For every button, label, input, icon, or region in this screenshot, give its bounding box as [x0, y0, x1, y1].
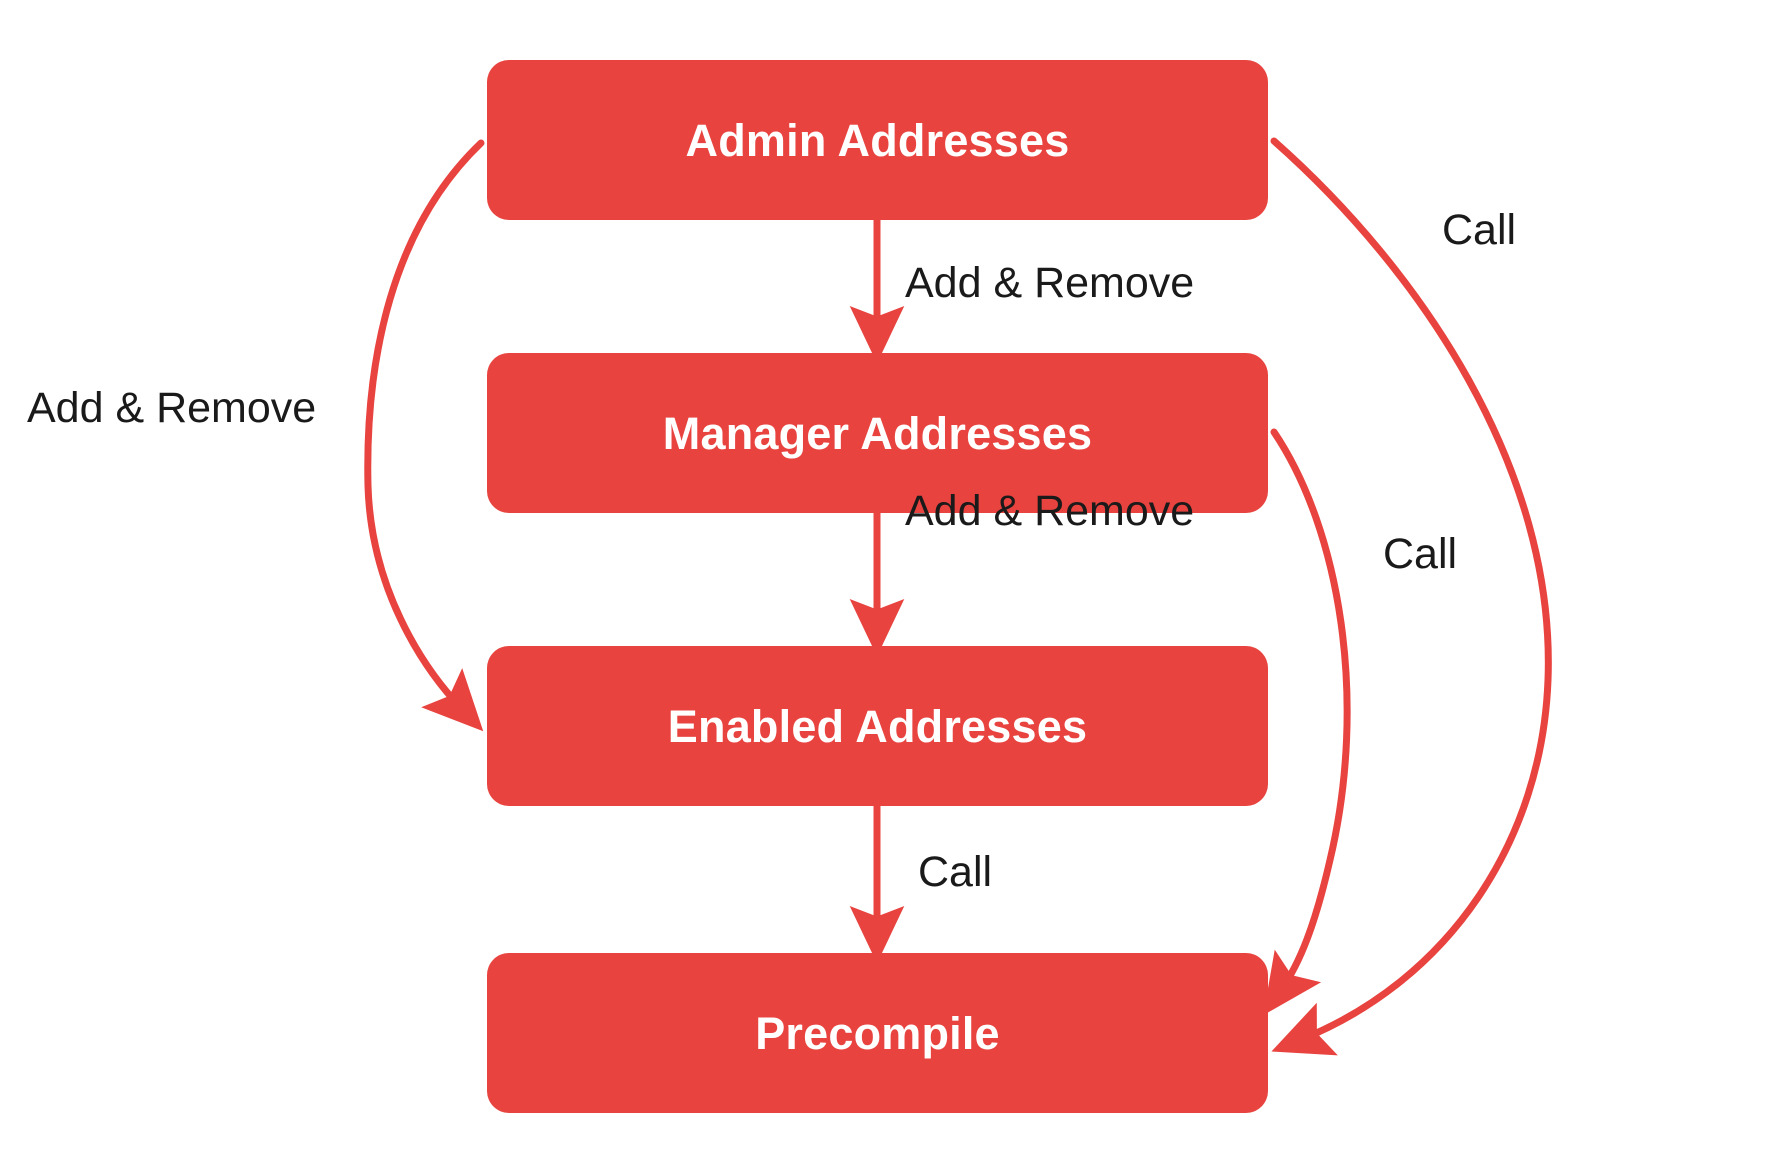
node-precompile[interactable]: Precompile: [487, 953, 1268, 1113]
edge-label-admin-to-enabled: Add & Remove: [27, 384, 317, 432]
edge-label-enabled-to-precompile: Call: [918, 848, 993, 896]
edge-label-manager-to-precompile: Call: [1383, 530, 1458, 578]
node-precompile-label: Precompile: [755, 1007, 1000, 1059]
node-enabled-addresses-label: Enabled Addresses: [667, 700, 1088, 752]
edge-label-manager-to-enabled: Add & Remove: [905, 487, 1195, 535]
edge-label-admin-to-manager: Add & Remove: [905, 259, 1195, 307]
edge-label-admin-to-precompile: Call: [1442, 206, 1517, 254]
node-manager-addresses-label: Manager Addresses: [662, 407, 1093, 459]
edge-admin-to-precompile: [1270, 137, 1552, 1056]
edge-admin-to-enabled: [364, 139, 485, 732]
node-enabled-addresses[interactable]: Enabled Addresses: [487, 646, 1268, 806]
node-manager-addresses[interactable]: Manager Addresses: [487, 353, 1268, 513]
edge-manager-to-precompile: [1263, 428, 1351, 1016]
node-admin-addresses-label: Admin Addresses: [685, 114, 1070, 166]
node-admin-addresses[interactable]: Admin Addresses: [487, 60, 1268, 220]
